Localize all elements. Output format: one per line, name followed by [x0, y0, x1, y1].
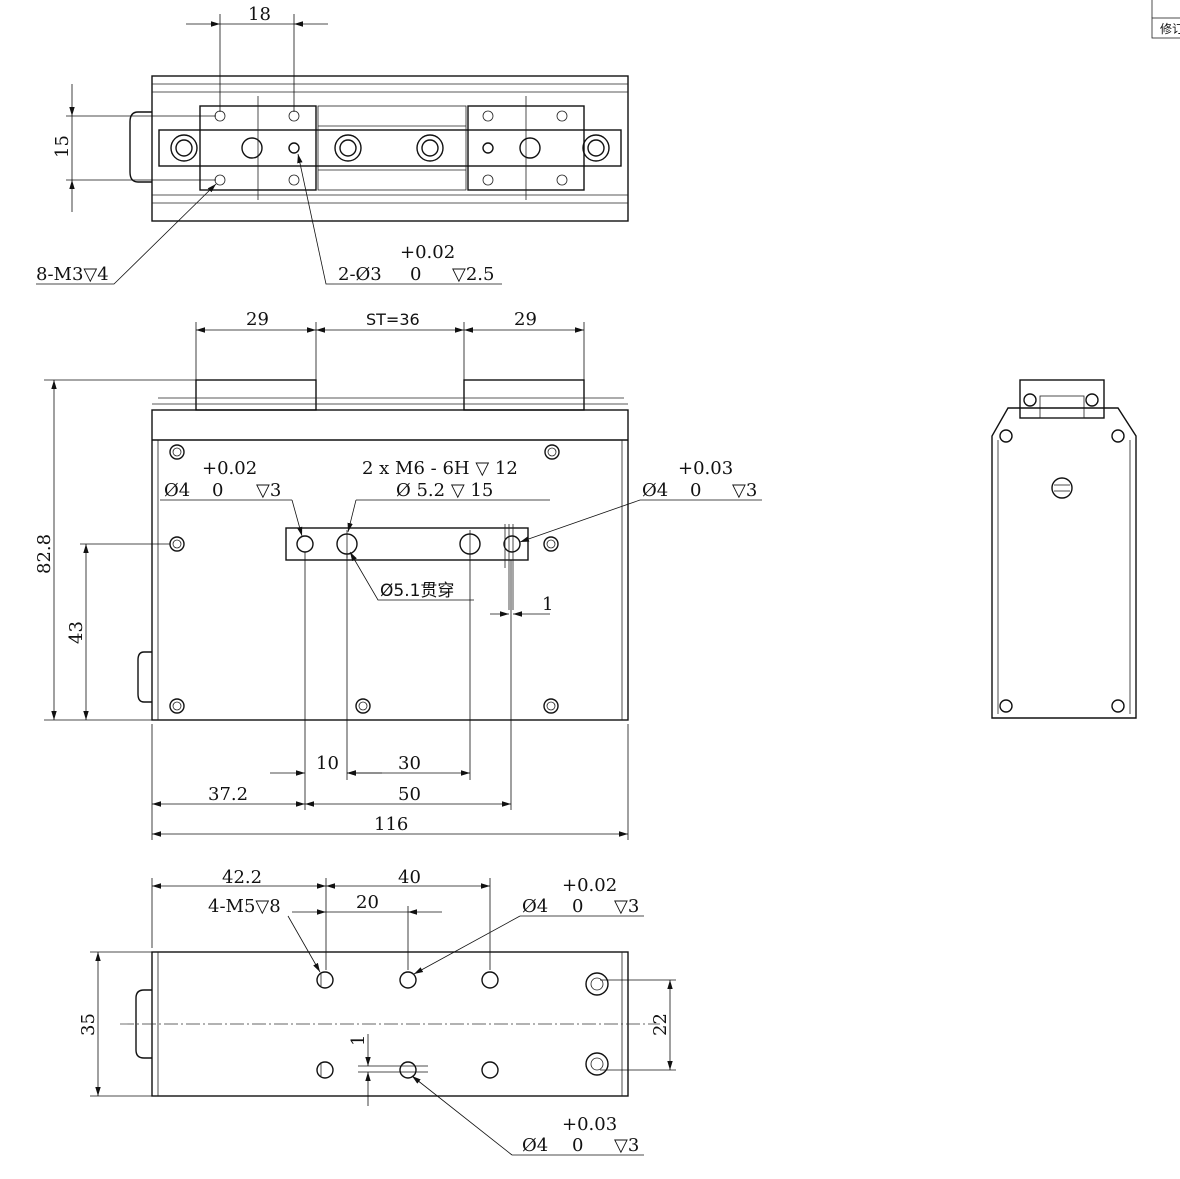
note-m5: 4-M5▽8: [208, 896, 281, 917]
dim-right-block: 29: [514, 309, 537, 330]
right-pin-depth: ▽3: [732, 480, 757, 501]
dim-50: 50: [398, 784, 421, 805]
dim-20: 20: [356, 892, 379, 913]
dim-35: 35: [78, 1013, 99, 1036]
left-pin-tol-upper: +0.02: [202, 458, 257, 479]
dim-height-label: 15: [52, 135, 73, 158]
revision-label: 修订: [1160, 21, 1180, 36]
right-pin-prefix: Ø4: [642, 480, 668, 501]
thread-note-line1: 2 x M6 - 6H ▽ 12: [362, 458, 518, 479]
pin-bottom-prefix: Ø4: [522, 1135, 548, 1156]
thread-note-line2: Ø 5.2 ▽ 15: [396, 480, 493, 501]
pin-top-prefix: Ø4: [522, 896, 548, 917]
dim-116: 116: [374, 814, 408, 835]
pin-bottom-depth: ▽3: [614, 1135, 639, 1156]
side-view: [991, 379, 1137, 719]
bottom-view: 42.2 40 20 4-M5▽8 +0.02 Ø4 0 ▽3 35 22 1 …: [78, 867, 676, 1156]
note-pin-tol-lower: 0: [410, 264, 421, 285]
pin-top-tol-upper: +0.02: [562, 875, 617, 896]
left-pin-depth: ▽3: [256, 480, 281, 501]
left-pin-tol-lower: 0: [212, 480, 223, 501]
pin-bottom-tol-upper: +0.03: [562, 1114, 617, 1135]
right-pin-tol-upper: +0.03: [678, 458, 733, 479]
dim-slot-offset: 1: [542, 594, 553, 615]
note-m3-holes: 8-M3▽4: [36, 264, 109, 285]
through-hole-note: Ø5.1贯穿: [380, 581, 454, 601]
dim-width-label: 18: [248, 4, 271, 25]
dim-hole-height: 43: [66, 621, 87, 644]
pin-top-tol-lower: 0: [572, 896, 583, 917]
front-view: 82.8 43 29 ST=36 29 +0.02 Ø4 0 ▽3 2 x M6…: [34, 309, 762, 840]
dim-total-height: 82.8: [34, 534, 55, 574]
dim-22: 22: [650, 1013, 671, 1036]
right-pin-tol-lower: 0: [690, 480, 701, 501]
dim-1: 1: [348, 1035, 369, 1046]
left-pin-prefix: Ø4: [164, 480, 190, 501]
note-pin-tol-upper: +0.02: [400, 242, 455, 263]
dim-42-2: 42.2: [222, 867, 262, 888]
dim-stroke: ST=36: [366, 310, 420, 329]
dim-40: 40: [398, 867, 421, 888]
pin-top-depth: ▽3: [614, 896, 639, 917]
top-view: 18 15 8-M3▽4 2-Ø3 +0.02 0 ▽2.5: [36, 4, 629, 285]
dim-left-block: 29: [246, 309, 269, 330]
pin-bottom-tol-lower: 0: [572, 1135, 583, 1156]
dim-10: 10: [316, 753, 339, 774]
note-pin-depth: ▽2.5: [452, 264, 494, 285]
dim-30: 30: [398, 753, 421, 774]
title-block-corner: 修订: [1151, 0, 1180, 39]
dim-37-2: 37.2: [208, 784, 248, 805]
note-pin-prefix: 2-Ø3: [338, 264, 382, 285]
